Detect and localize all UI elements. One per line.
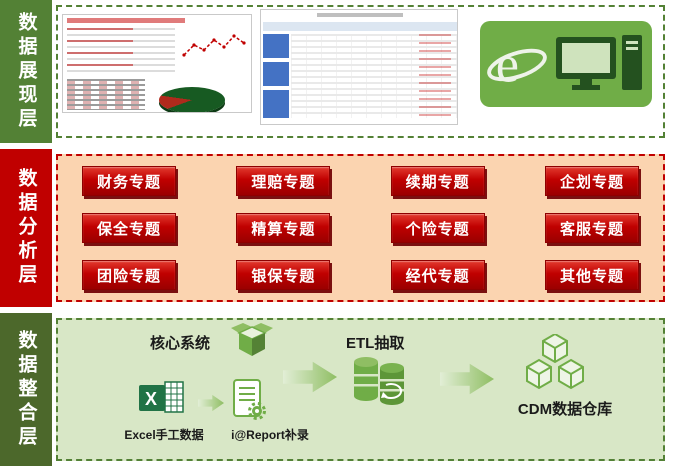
topic-button-service[interactable]: 客服专题 bbox=[544, 213, 639, 243]
topic-button-individual[interactable]: 个险专题 bbox=[390, 213, 485, 243]
warehouse-cubes-icon bbox=[526, 334, 584, 389]
flow-arrow-excel-to-report bbox=[198, 394, 224, 412]
document-gear-icon bbox=[233, 379, 266, 420]
analysis-layer-band: 数据分析层 财务专题 理赔专题 续期专题 企划专题 保全专题 精算专题 个险专题… bbox=[0, 149, 673, 307]
table-title-decoration bbox=[317, 13, 403, 17]
monitor-icon bbox=[556, 35, 642, 90]
analysis-layer-label: 数据分析层 bbox=[15, 168, 37, 288]
flow-arrow-to-warehouse bbox=[440, 363, 494, 395]
analysis-layer-sidebar: 数据分析层 bbox=[0, 149, 52, 307]
presentation-layer-sidebar: 数据展现层 bbox=[0, 0, 52, 143]
core-system-label: 核心系统 bbox=[150, 335, 211, 352]
topic-button-renewal[interactable]: 续期专题 bbox=[390, 166, 485, 196]
screenshot-title-decoration bbox=[67, 18, 185, 23]
report-dashboard-screenshot bbox=[62, 14, 252, 113]
analysis-layer-content: 财务专题 理赔专题 续期专题 企划专题 保全专题 精算专题 个险专题 客服专题 … bbox=[56, 154, 665, 302]
topic-button-group[interactable]: 团险专题 bbox=[82, 260, 176, 290]
presentation-layer-band: 数据展现层 bbox=[0, 0, 673, 143]
integration-layer-content: 核心系统 ETL抽取 bbox=[56, 318, 665, 461]
table-blue-cell-decoration bbox=[263, 90, 289, 118]
browser-access-panel: e bbox=[480, 21, 652, 107]
topic-button-agency[interactable]: 经代专题 bbox=[390, 260, 485, 290]
cdm-warehouse-label: CDM数据仓库 bbox=[517, 401, 613, 418]
topic-button-claims[interactable]: 理赔专题 bbox=[236, 166, 331, 196]
table-rows-decoration bbox=[291, 34, 457, 118]
database-icon bbox=[354, 357, 404, 405]
presentation-layer-label: 数据展现层 bbox=[15, 11, 37, 132]
table-header-decoration bbox=[263, 22, 457, 31]
svg-text:X: X bbox=[145, 389, 157, 409]
etl-label: ETL抽取 bbox=[346, 335, 405, 352]
topic-button-preservation[interactable]: 保全专题 bbox=[82, 213, 176, 243]
ie-browser-icon: e bbox=[487, 35, 547, 93]
integration-layer-sidebar: 数据整合层 bbox=[0, 313, 52, 466]
table-blue-cell-decoration bbox=[263, 62, 289, 86]
mini-pie-chart bbox=[159, 87, 225, 112]
integration-layer-band: 数据整合层 核心系统 ETL抽取 bbox=[0, 313, 673, 466]
package-box-icon bbox=[231, 323, 273, 356]
flow-arrow-to-etl bbox=[283, 361, 337, 393]
screenshot-red-text-decoration bbox=[67, 28, 133, 74]
topic-button-planning[interactable]: 企划专题 bbox=[544, 166, 639, 196]
table-red-values-decoration bbox=[419, 34, 451, 118]
table-blue-cell-decoration bbox=[263, 34, 289, 58]
report-table-screenshot bbox=[260, 9, 458, 125]
mini-line-chart bbox=[182, 34, 246, 57]
topic-button-finance[interactable]: 财务专题 bbox=[82, 166, 176, 196]
presentation-layer-content: e bbox=[56, 5, 665, 138]
topic-button-other[interactable]: 其他专题 bbox=[544, 260, 639, 290]
topic-button-actuarial[interactable]: 精算专题 bbox=[236, 213, 331, 243]
excel-data-label: Excel手工数据 bbox=[124, 428, 204, 442]
integration-layer-label: 数据整合层 bbox=[15, 329, 37, 450]
svg-text:e: e bbox=[496, 35, 519, 93]
ireport-label: i@Report补录 bbox=[231, 428, 309, 442]
excel-icon: X bbox=[139, 381, 184, 413]
topic-button-bancassurance[interactable]: 银保专题 bbox=[236, 260, 331, 290]
mini-table-decoration bbox=[67, 79, 145, 110]
